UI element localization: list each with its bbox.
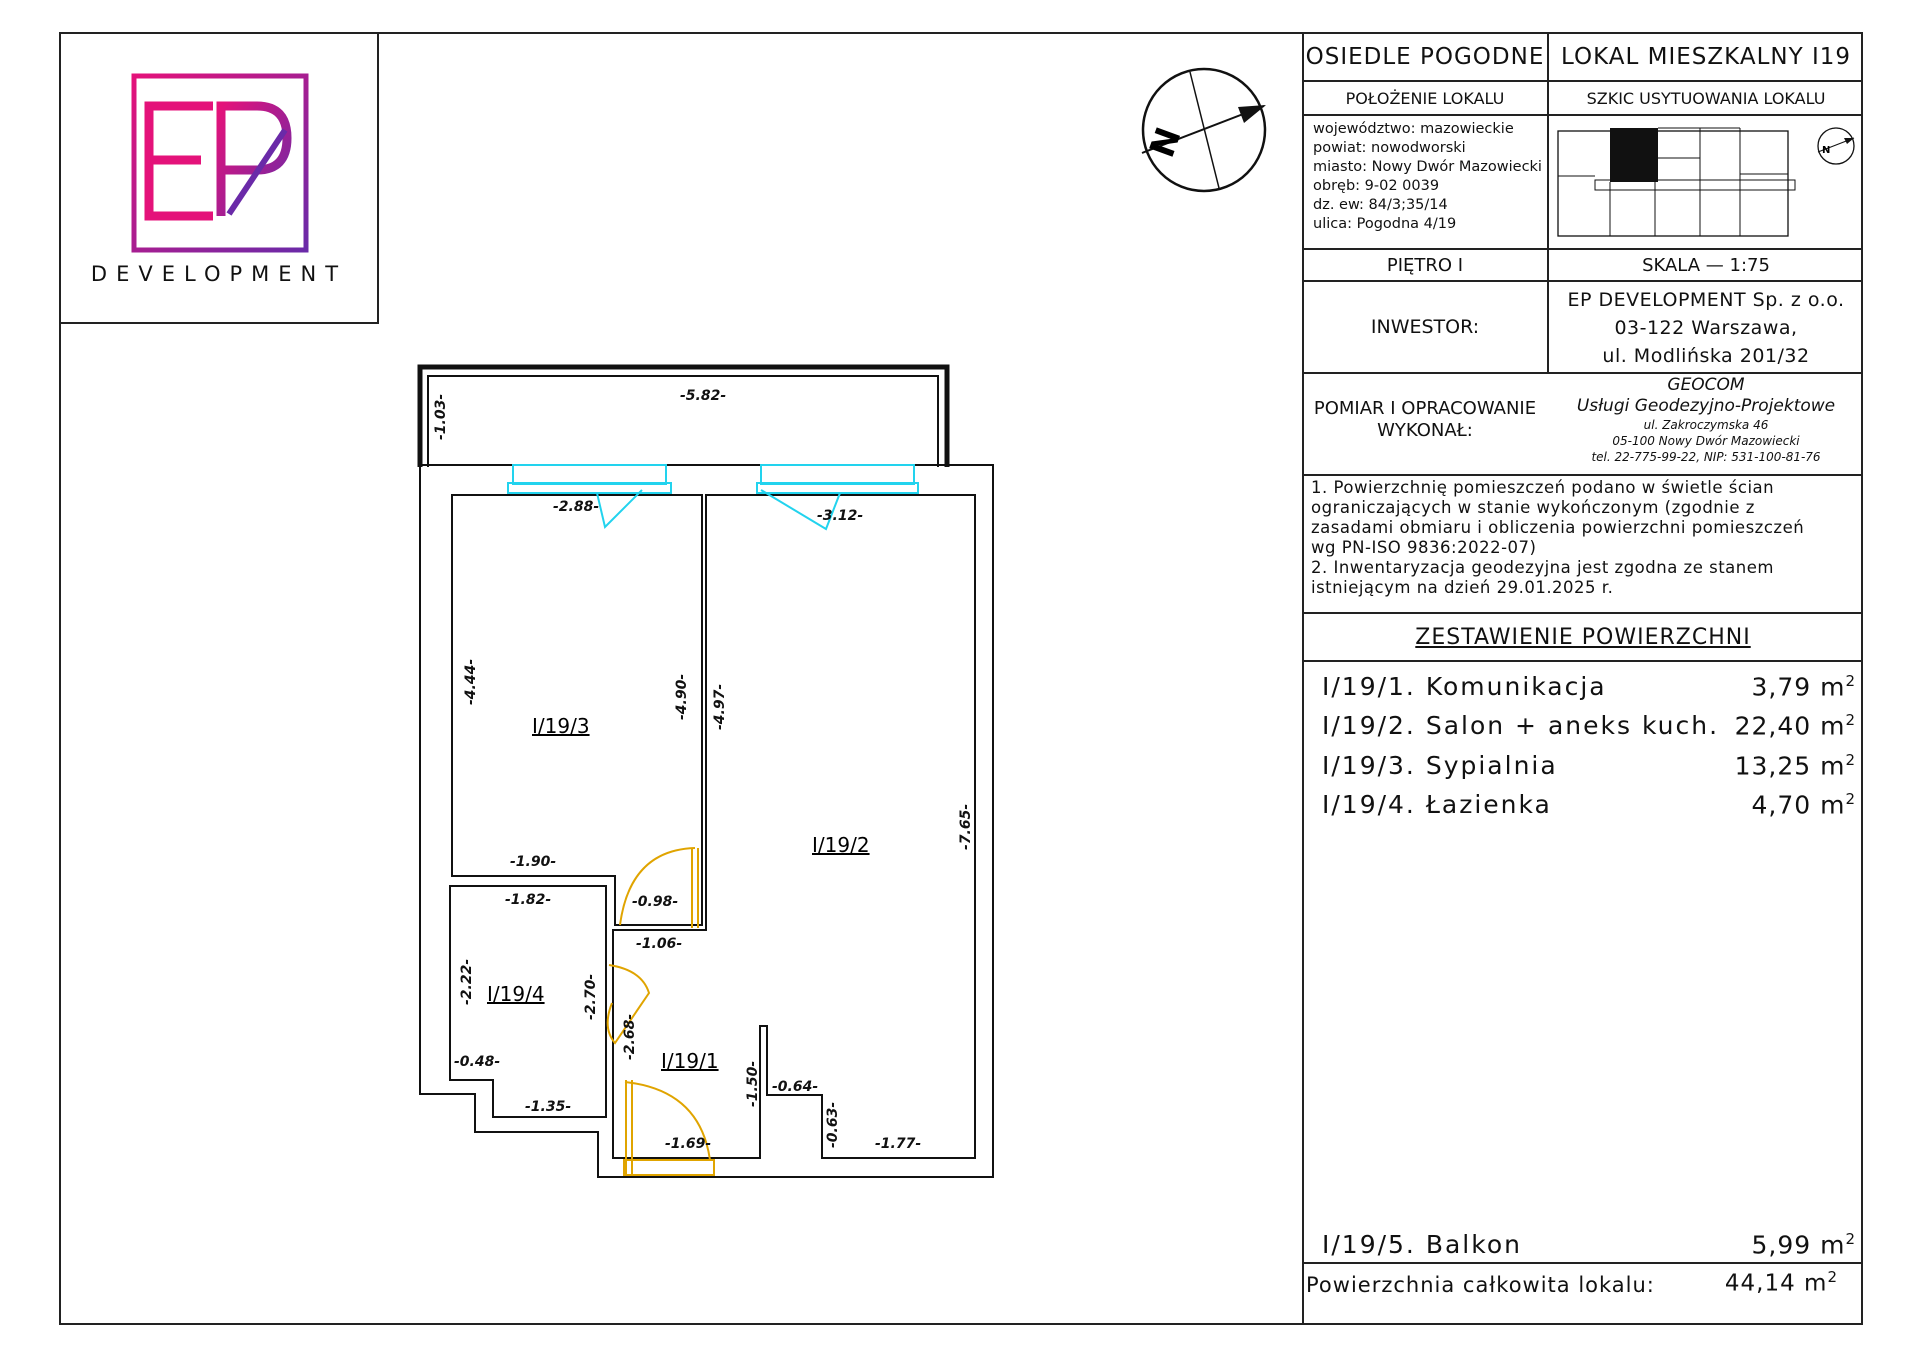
balcony-name: I/19/5. Balkon xyxy=(1322,1230,1522,1259)
investor-line: EP DEVELOPMENT Sp. z o.o. xyxy=(1567,289,1845,311)
investor-line: ul. Modlińska 201/32 xyxy=(1602,345,1810,367)
door-entrance xyxy=(623,1080,715,1176)
dim-bath-right: -2.70- xyxy=(583,974,599,1020)
room-3-area: 13,25 m2 xyxy=(1734,751,1856,781)
survey-label-line: POMIAR I OPRACOWANIE xyxy=(1313,398,1537,419)
dim-living-bottom: -1.77- xyxy=(875,1136,921,1152)
dim-bed-left: -4.44- xyxy=(463,659,479,705)
compass-icon: N xyxy=(1141,67,1267,193)
logo-box: DEVELOPMENT xyxy=(59,32,379,324)
room-1-area: 3,79 m2 xyxy=(1751,672,1856,702)
room-label-bathroom: I/19/4 xyxy=(487,982,545,1006)
dim-living-top: -3.12- xyxy=(817,508,863,524)
location-details: województwo: mazowieckie powiat: nowodwo… xyxy=(1313,120,1542,234)
investor-details: EP DEVELOPMENT Sp. z o.o. 03-122 Warszaw… xyxy=(1549,286,1863,370)
dim-step-height: -0.63- xyxy=(825,1102,841,1148)
dim-door-width: -0.98- xyxy=(632,894,678,910)
room-4-area: 4,70 m2 xyxy=(1751,790,1856,820)
logo-company-text: DEVELOPMENT xyxy=(90,262,348,286)
dim-bed-top: -2.88- xyxy=(553,499,599,515)
location-line: obręb: 9-02 0039 xyxy=(1313,178,1440,194)
mini-compass-icon: N xyxy=(1817,127,1855,165)
dim-step-width: -0.64- xyxy=(772,1079,818,1095)
sheet-frame xyxy=(59,32,1863,1325)
investor-label: INWESTOR: xyxy=(1370,316,1480,338)
window-living xyxy=(756,464,919,531)
site-sketch: N xyxy=(1557,127,1855,237)
room-label-living: I/19/2 xyxy=(812,833,870,857)
dim-stub: -1.50- xyxy=(745,1061,761,1107)
unit-title: LOKAL MIESZKALNY I19 xyxy=(1561,44,1851,70)
survey-address: ul. Zakroczymska 46 xyxy=(1643,418,1769,432)
dim-bath-top: -1.82- xyxy=(505,892,551,908)
total-area: 44,14 m2 xyxy=(1724,1268,1838,1297)
room-living-outline xyxy=(612,494,976,1159)
outer-wall xyxy=(419,464,994,1178)
note-line: istniejącym na dzień 29.01.2025 r. xyxy=(1311,578,1614,597)
room-2-area: 22,40 m2 xyxy=(1734,711,1856,741)
sketch-heading: SZKIC USYTUOWANIA LOKALU xyxy=(1586,88,1826,108)
balcony xyxy=(417,364,950,467)
dim-balcony-width: -5.82- xyxy=(680,388,726,404)
survey-contact: tel. 22-775-99-22, NIP: 531-100-81-76 xyxy=(1591,450,1821,464)
door-bathroom xyxy=(606,964,651,1045)
survey-services: Usługi Geodezyjno-Projektowe xyxy=(1576,396,1836,416)
floor-plan: I/19/3 I/19/2 I/19/4 I/19/1 -5.82- -1.03… xyxy=(417,364,994,1178)
door-bedroom xyxy=(619,847,699,928)
room-1-name: I/19/1. Komunikacja xyxy=(1322,672,1607,701)
dim-living-right: -7.65- xyxy=(958,804,974,850)
dim-hall-top: -1.06- xyxy=(636,936,682,952)
survey-label-line: WYKONAŁ: xyxy=(1377,420,1473,441)
dim-balcony-depth: -1.03- xyxy=(433,394,449,440)
dim-bath-bottom: -1.35- xyxy=(525,1099,571,1115)
room-label-hall: I/19/1 xyxy=(661,1049,719,1073)
room-bathroom-outline xyxy=(449,885,607,1118)
survey-details: GEOCOM Usługi Geodezyjno-Projektowe ul. … xyxy=(1549,375,1863,465)
ep-logo-icon xyxy=(131,73,309,253)
dim-hall-left: -2.68- xyxy=(622,1014,638,1060)
room-4-name: I/19/4. Łazienka xyxy=(1322,790,1552,819)
dim-bath-niche: -0.48- xyxy=(454,1054,500,1070)
notes: 1. Powierzchnię pomieszczeń podano w świ… xyxy=(1311,478,1804,598)
dim-living-left: -4.97- xyxy=(712,684,728,730)
summary-heading: ZESTAWIENIE POWIERZCHNI xyxy=(1415,624,1751,650)
note-line: 1. Powierzchnię pomieszczeń podano w świ… xyxy=(1311,478,1775,497)
room-label-bedroom: I/19/3 xyxy=(532,714,590,738)
balcony-area: 5,99 m2 xyxy=(1751,1230,1856,1260)
note-line: wg PN-ISO 9836:2022-07) xyxy=(1311,538,1537,557)
room-bedroom-outline xyxy=(451,494,703,926)
total-label: Powierzchnia całkowita lokalu: xyxy=(1306,1273,1655,1297)
note-line: 2. Inwentaryzacja geodezyjna jest zgodna… xyxy=(1311,558,1774,577)
location-line: dz. ew: 84/3;35/14 xyxy=(1313,197,1448,213)
dim-entry: -1.69- xyxy=(665,1136,711,1152)
location-line: powiat: nowodworski xyxy=(1313,140,1466,156)
floor-label: PIĘTRO I xyxy=(1386,254,1464,276)
survey-company: GEOCOM xyxy=(1667,375,1745,395)
location-line: ulica: Pogodna 4/19 xyxy=(1313,216,1457,232)
survey-label: POMIAR I OPRACOWANIE WYKONAŁ: xyxy=(1303,398,1547,442)
scale-label: SKALA — 1:75 xyxy=(1642,254,1770,276)
estate-title: OSIEDLE POGODNE xyxy=(1305,44,1545,70)
room-3-name: I/19/3. Sypialnia xyxy=(1322,751,1558,780)
dim-bath-left: -2.22- xyxy=(459,959,475,1005)
room-2-name: I/19/2. Salon + aneks kuch. xyxy=(1322,711,1720,740)
survey-address: 05-100 Nowy Dwór Mazowiecki xyxy=(1612,434,1800,448)
location-line: województwo: mazowieckie xyxy=(1313,121,1514,137)
mini-compass-north-label: N xyxy=(1822,145,1830,156)
location-line: miasto: Nowy Dwór Mazowiecki xyxy=(1313,159,1542,175)
location-heading: POŁOŻENIE LOKALU xyxy=(1345,88,1505,108)
dim-bed-right: -4.90- xyxy=(674,674,690,720)
note-line: zasadami obmiaru i obliczenia powierzchn… xyxy=(1311,518,1805,537)
window-bedroom xyxy=(507,464,672,529)
note-line: ograniczających w stanie wykończonym (zg… xyxy=(1311,498,1755,517)
dim-bed-bottom: -1.90- xyxy=(510,854,556,870)
investor-line: 03-122 Warszawa, xyxy=(1614,317,1798,339)
